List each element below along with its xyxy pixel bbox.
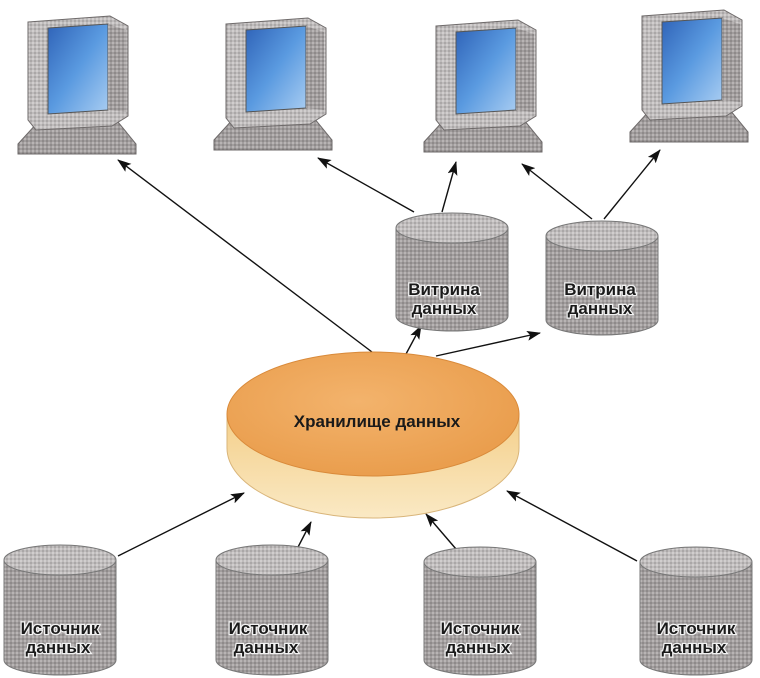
arrow-mart1-to-computer3: [441, 161, 458, 213]
source-1-label-line2: данных: [26, 638, 91, 657]
cylinder-icon: [215, 544, 329, 676]
computer-3: [423, 19, 543, 153]
data-mart-1: Витрина данных: [395, 212, 509, 332]
arrow-mart2-to-computer3: [521, 163, 593, 220]
source-2-label-line1: Источник: [229, 619, 308, 638]
data-source-3: Источник данных: [423, 546, 537, 676]
arrow-source3-to-warehouse: [425, 513, 457, 550]
cylinder-icon: [423, 546, 537, 676]
data-source-2: Источник данных: [215, 544, 329, 676]
mart-2-label-line1: Витрина: [564, 280, 636, 299]
arrow-source4-to-warehouse: [506, 490, 638, 562]
computer-1: [17, 15, 137, 155]
arrow-source2-to-warehouse: [295, 521, 312, 552]
computer-icon: [17, 15, 137, 155]
data-source-4: Источник данных: [639, 546, 753, 676]
computer-icon: [213, 17, 333, 151]
data-warehouse: Хранилище данных: [226, 351, 520, 519]
source-4-label-line2: данных: [662, 638, 727, 657]
data-mart-2: Витрина данных: [545, 220, 659, 336]
data-source-1: Источник данных: [3, 544, 117, 676]
source-3-label-line2: данных: [446, 638, 511, 657]
source-3-label-line1: Источник: [441, 619, 520, 638]
arrow-warehouse-to-computer1: [117, 159, 373, 353]
arrows: [117, 149, 661, 562]
cylinder-icon: [545, 220, 659, 336]
computer-icon: [629, 9, 749, 143]
arrow-source1-to-warehouse: [117, 492, 245, 557]
mart-1-label-line2: данных: [412, 299, 477, 318]
computer-2: [213, 17, 333, 151]
arrow-mart2-to-computer4: [603, 149, 661, 220]
warehouse-label: Хранилище данных: [294, 412, 461, 431]
source-1-label-line1: Источник: [21, 619, 100, 638]
source-2-label-line2: данных: [234, 638, 299, 657]
arrow-mart1-to-computer2: [317, 157, 415, 213]
arrow-warehouse-to-mart2: [435, 330, 541, 357]
mart-1-label-line1: Витрина: [408, 280, 480, 299]
arrow-warehouse-to-mart1: [405, 325, 422, 355]
computer-4: [629, 9, 749, 143]
disk-icon: [226, 351, 520, 519]
source-4-label-line1: Источник: [657, 619, 736, 638]
cylinder-icon: [639, 546, 753, 676]
cylinder-icon: [3, 544, 117, 676]
cylinder-icon: [395, 212, 509, 332]
computer-icon: [423, 19, 543, 153]
mart-2-label-line2: данных: [568, 299, 633, 318]
